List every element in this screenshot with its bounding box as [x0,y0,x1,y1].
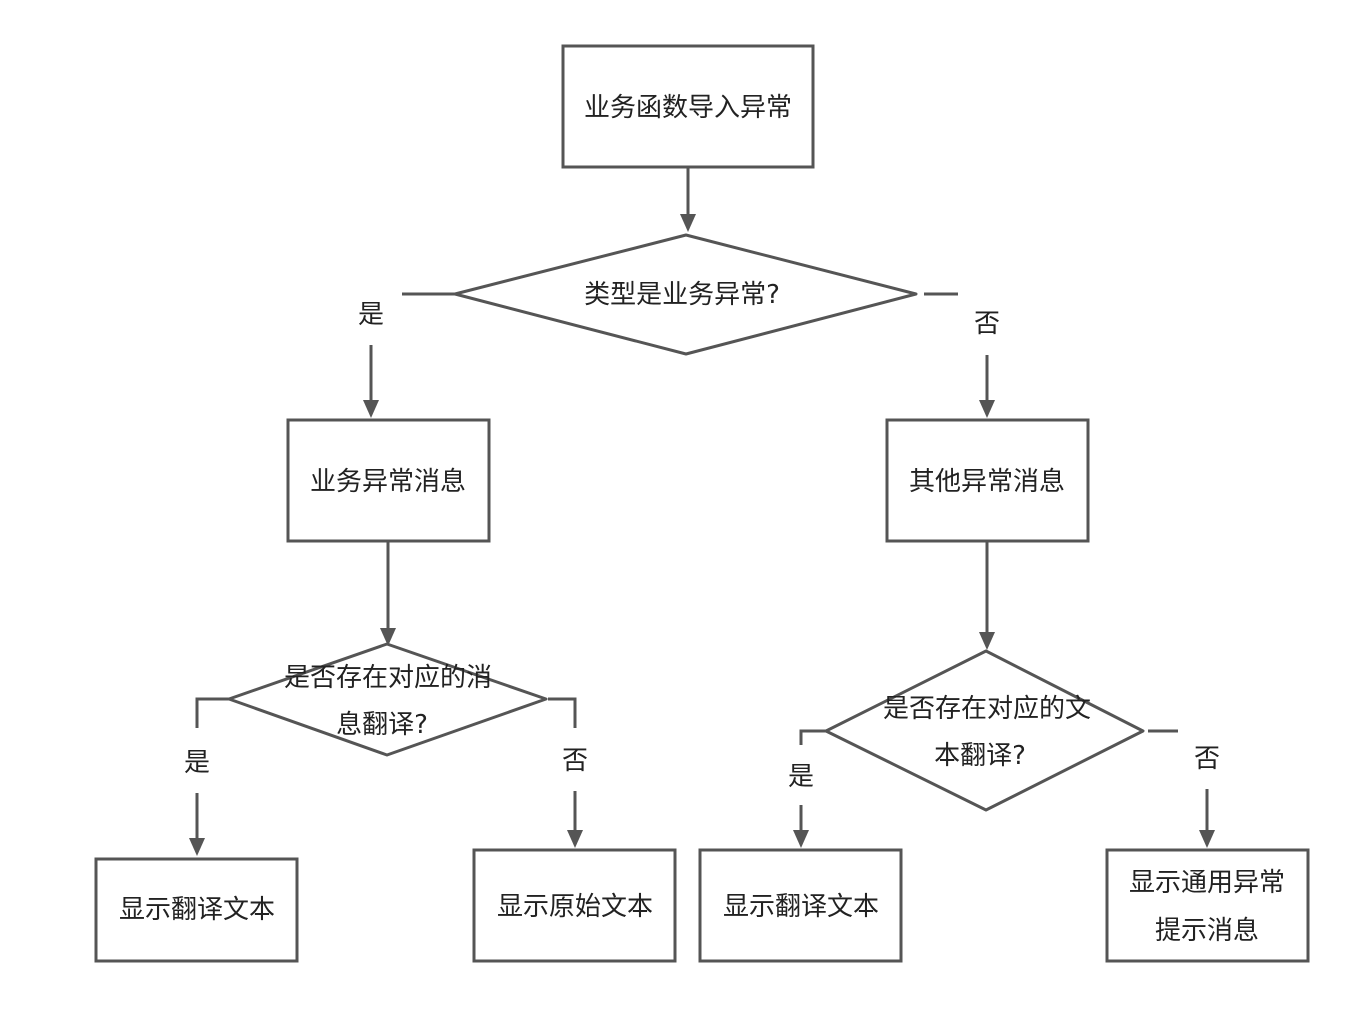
edge-text-yes-stub [799,729,826,745]
node-show-translated-1-label: 显示翻译文本 [119,895,275,925]
arrowhead [1199,830,1215,848]
arrowhead [793,830,809,848]
label-text-yes: 是 [788,762,814,792]
process-box [698,848,903,963]
node-decision-type-label: 类型是业务异常? [584,280,780,310]
node-business-msg-label: 业务异常消息 [310,467,466,497]
arrowhead [680,214,696,232]
edge-msg-no-stub [548,697,577,728]
process-box [561,44,815,169]
node-show-original-label: 显示原始文本 [497,892,653,922]
node-show-generic-line2: 提示消息 [1155,916,1259,946]
node-show-translated-2-label: 显示翻译文本 [723,892,879,922]
node-show-translated-1: 显示翻译文本 [94,857,299,963]
node-decision-msg-line1: 是否存在对应的消 [284,663,492,693]
edge-labels: 是 否 是 否 是 否 [184,300,1220,792]
label-type-no: 否 [974,309,1000,339]
node-show-generic-line1: 显示通用异常 [1129,868,1285,898]
arrowhead [567,830,583,848]
process-box [1105,848,1310,963]
decision-diamond [453,233,918,356]
process-box [472,848,677,963]
node-decision-text-line2: 本翻译? [934,741,1026,771]
node-other-msg: 其他异常消息 [885,418,1090,543]
decision-diamond [227,642,548,757]
arrowhead [363,400,379,418]
node-show-original: 显示原始文本 [472,848,677,963]
label-msg-no: 否 [562,746,588,776]
node-decision-msg-line2: 息翻译? [336,710,428,740]
arrowhead [979,400,995,418]
node-business-msg: 业务异常消息 [286,418,491,543]
node-decision-type: 类型是业务异常? [453,233,918,356]
decision-diamond [824,649,1145,812]
label-type-yes: 是 [358,300,384,330]
node-decision-msg-translation: 是否存在对应的消 息翻译? [227,642,548,757]
node-show-translated-2: 显示翻译文本 [698,848,903,963]
connectors [189,167,1215,856]
arrowhead [979,632,995,650]
edge-msg-yes-stub [195,697,229,728]
label-text-no: 否 [1194,744,1220,774]
node-start: 业务函数导入异常 [561,44,815,169]
arrowhead [380,628,396,646]
node-other-msg-label: 其他异常消息 [909,467,1065,497]
nodes: 业务函数导入异常 类型是业务异常? 业务异常消息 其他异常消息 是否存在对应的消… [94,44,1310,963]
node-start-label: 业务函数导入异常 [584,93,792,123]
node-decision-text-line1: 是否存在对应的文 [883,694,1091,724]
process-box [885,418,1090,543]
process-box [94,857,299,963]
arrowhead [189,838,205,856]
label-msg-yes: 是 [184,748,210,778]
process-box [286,418,491,543]
node-decision-text-translation: 是否存在对应的文 本翻译? [824,649,1145,812]
node-show-generic: 显示通用异常 提示消息 [1105,848,1310,963]
